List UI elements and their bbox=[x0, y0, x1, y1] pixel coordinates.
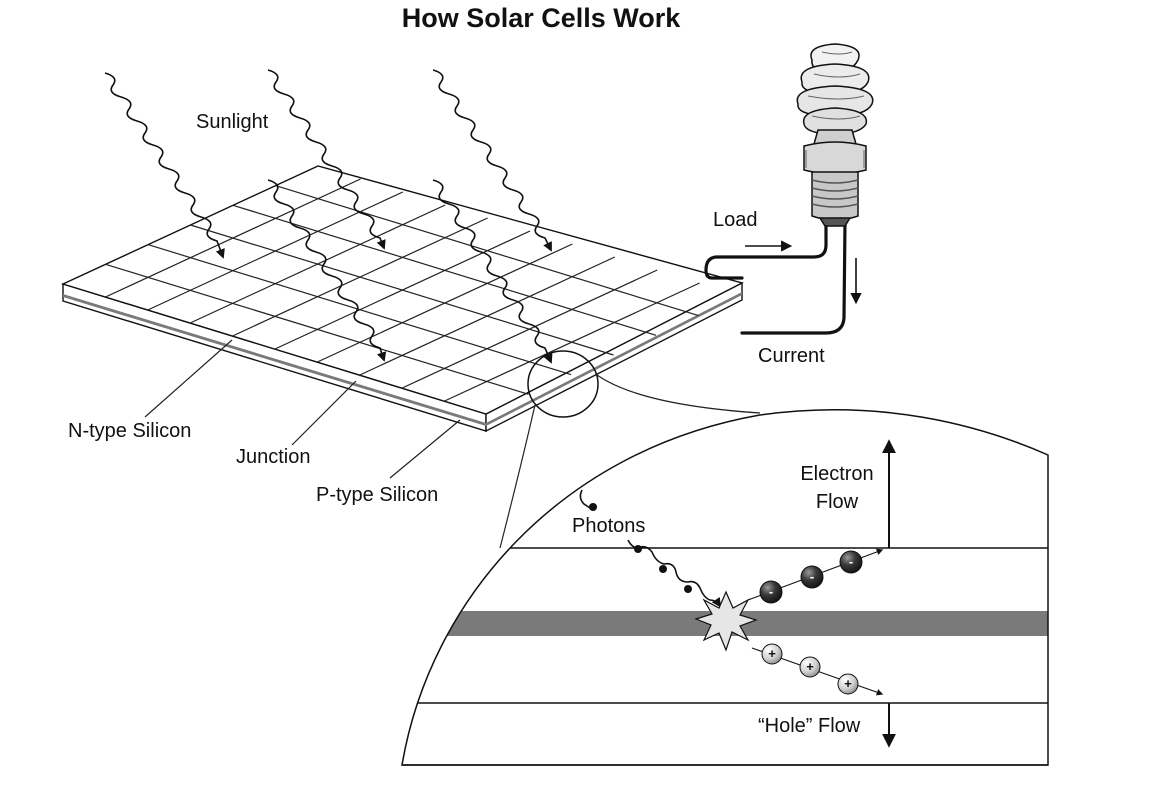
svg-text:+: + bbox=[844, 676, 852, 691]
svg-text:+: + bbox=[768, 646, 776, 661]
sunlight-ray-5 bbox=[432, 179, 553, 364]
photon-dot bbox=[684, 585, 692, 593]
photon-dot bbox=[589, 503, 597, 511]
electron-flow-label-line1: Electron bbox=[800, 463, 873, 485]
hole: + bbox=[837, 673, 859, 695]
magnifier bbox=[499, 350, 761, 549]
sunlight-ray-2 bbox=[267, 69, 386, 250]
photon-dot bbox=[634, 545, 642, 553]
callout-leaders bbox=[144, 339, 461, 479]
electron-flow-label-line2: Flow bbox=[816, 491, 859, 513]
sunlight-ray-4 bbox=[267, 179, 387, 362]
zoom-outline bbox=[401, 408, 1049, 766]
diagram-title: How Solar Cells Work bbox=[402, 3, 682, 33]
photon-path bbox=[627, 539, 722, 608]
svg-text:-: - bbox=[810, 569, 814, 584]
panel-grid bbox=[105, 178, 700, 402]
junction-label: Junction bbox=[236, 446, 311, 468]
svg-text:+: + bbox=[806, 659, 814, 674]
zoomed-cross-section: - - - + + + bbox=[401, 408, 1049, 766]
svg-text:-: - bbox=[769, 584, 773, 599]
current-label: Current bbox=[758, 345, 825, 367]
circuit-wire bbox=[704, 220, 862, 335]
hole: + bbox=[799, 656, 821, 678]
solar-panel bbox=[61, 165, 744, 433]
electron: - bbox=[800, 565, 824, 589]
panel-junction-layer bbox=[63, 294, 486, 426]
svg-text:-: - bbox=[849, 554, 853, 569]
load-label: Load bbox=[713, 209, 758, 231]
magnifier-circle bbox=[527, 350, 599, 418]
photon-dot bbox=[659, 565, 667, 573]
hole-flow-label: “Hole” Flow bbox=[758, 715, 861, 737]
electron: - bbox=[759, 580, 783, 604]
sunlight-rays bbox=[104, 69, 553, 364]
sunlight-ray-1 bbox=[104, 72, 225, 259]
electron: - bbox=[839, 550, 863, 574]
photons-label: Photons bbox=[572, 515, 645, 537]
hole: + bbox=[761, 643, 783, 665]
p-type-silicon-label: P-type Silicon bbox=[316, 484, 438, 506]
photon-impact-burst bbox=[694, 590, 758, 652]
sunlight-label: Sunlight bbox=[196, 111, 269, 133]
n-type-silicon-label: N-type Silicon bbox=[68, 420, 191, 442]
light-bulb-icon bbox=[796, 43, 874, 227]
sunlight-ray-3 bbox=[432, 69, 552, 252]
